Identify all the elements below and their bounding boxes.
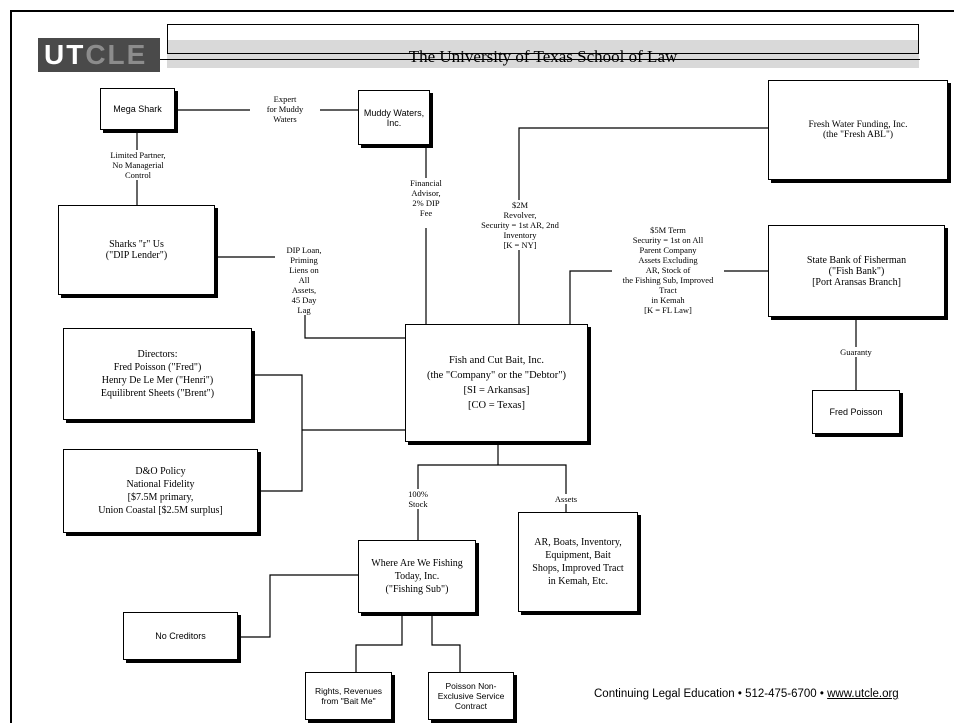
- label-guaranty: Guaranty: [832, 347, 880, 357]
- node-do-policy: D&O Policy National Fidelity [$7.5M prim…: [63, 449, 258, 533]
- label-stock: 100% Stock: [400, 489, 436, 509]
- node-fishing-sub: Where Are We Fishing Today, Inc. ("Fishi…: [358, 540, 476, 613]
- node-fresh-water-funding: Fresh Water Funding, Inc. (the "Fresh AB…: [768, 80, 948, 180]
- footer-link[interactable]: www.utcle.org: [827, 688, 899, 700]
- page-frame: [10, 10, 954, 723]
- footer: Continuing Legal Education • 512-475-670…: [594, 688, 899, 700]
- node-service-contract: Poisson Non- Exclusive Service Contract: [428, 672, 514, 720]
- banner-shadow: [167, 40, 919, 68]
- node-no-creditors: No Creditors: [123, 612, 238, 660]
- node-directors: Directors: Fred Poisson ("Fred") Henry D…: [63, 328, 252, 420]
- line-freshwater-debtor: [518, 127, 768, 338]
- node-debtor: Fish and Cut Bait, Inc. (the "Company" o…: [405, 324, 588, 442]
- label-revolver: $2M Revolver, Security = 1st AR, 2nd Inv…: [470, 200, 570, 250]
- node-fred-poisson: Fred Poisson: [812, 390, 900, 434]
- page-title: The University of Texas School of Law: [408, 47, 678, 66]
- node-sharks-r-us: Sharks "r" Us ("DIP Lender"): [58, 205, 215, 295]
- node-assets: AR, Boats, Inventory, Equipment, Bait Sh…: [518, 512, 638, 612]
- line-directors-do: [252, 374, 405, 492]
- label-expert: Expert for Muddy Waters: [250, 94, 320, 124]
- header-rule: [160, 59, 920, 60]
- label-financial-advisor: Financial Advisor, 2% DIP Fee: [398, 178, 454, 218]
- node-state-bank: State Bank of Fisherman ("Fish Bank") [P…: [768, 225, 945, 317]
- label-assets: Assets: [548, 494, 584, 504]
- label-limited-partner: Limited Partner, No Managerial Control: [97, 150, 179, 180]
- node-mega-shark: Mega Shark: [100, 88, 175, 130]
- label-term-loan: $5M Term Security = 1st on All Parent Co…: [612, 225, 724, 315]
- node-muddy-waters: Muddy Waters, Inc.: [358, 90, 430, 145]
- line-fishingsub-nocreditors: [238, 574, 358, 638]
- banner-box: [167, 24, 919, 54]
- line-fishingsub-children: [355, 613, 461, 672]
- label-dip-loan: DIP Loan, Priming Liens on All Assets, 4…: [275, 245, 333, 315]
- node-rights-revenues: Rights, Revenues from "Bait Me": [305, 672, 392, 720]
